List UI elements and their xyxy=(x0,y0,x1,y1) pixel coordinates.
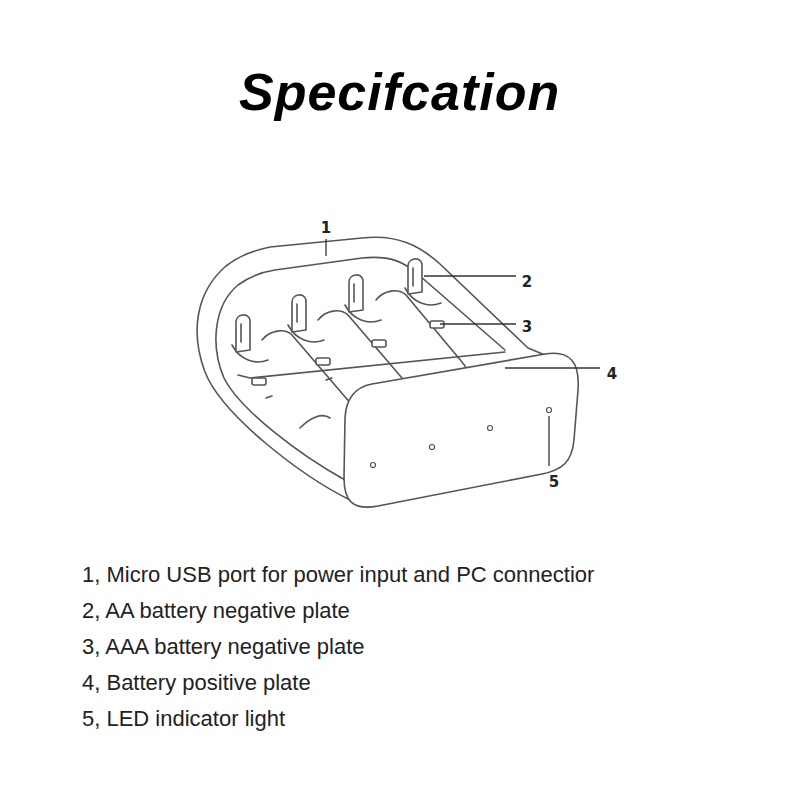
led-indicator xyxy=(371,408,552,468)
spec-item: 2, AA battery negative plate xyxy=(82,598,350,624)
callout-number: 1 xyxy=(321,219,331,237)
front-face xyxy=(344,353,578,507)
page-title: Specifcation xyxy=(239,62,560,122)
spec-item: 5, LED indicator light xyxy=(82,706,285,732)
leader-lines xyxy=(326,239,600,466)
aa-negative-plate xyxy=(236,259,422,352)
callout-number: 5 xyxy=(549,473,559,491)
callout-number: 4 xyxy=(607,365,617,383)
spec-item: 3, AAA battery negative plate xyxy=(82,634,365,660)
callout-number: 3 xyxy=(522,318,532,336)
slot-cradle xyxy=(300,416,330,428)
spec-item: 1, Micro USB port for power input and PC… xyxy=(82,562,594,588)
slot-divider xyxy=(262,331,358,430)
callout-number: 2 xyxy=(522,273,532,291)
spec-item: 4, Battery positive plate xyxy=(82,670,311,696)
